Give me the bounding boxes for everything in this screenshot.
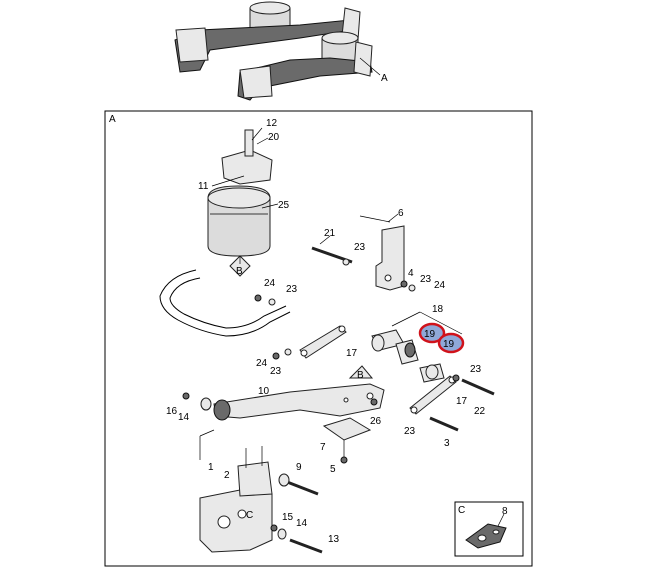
inset-frame-c — [454, 501, 524, 557]
callout-23b: 23 — [420, 274, 432, 285]
callout-14a: 14 — [178, 412, 190, 423]
callout-6: 6 — [398, 208, 404, 219]
view-b-label-top: B — [236, 266, 243, 277]
inset-part-8 — [465, 513, 507, 549]
callout-8: 8 — [502, 506, 508, 517]
bushing-assembly — [371, 311, 463, 383]
trailing-arm — [213, 383, 385, 421]
link-arm-upper — [299, 325, 347, 359]
callout-11: 11 — [198, 181, 209, 192]
callout-10: 10 — [258, 386, 270, 397]
callout-17b: 17 — [456, 396, 468, 407]
stabilizer-bar — [159, 269, 291, 337]
callout-23f: 23 — [404, 426, 416, 437]
link-arm-lower — [409, 375, 457, 415]
bolt-13 — [289, 538, 323, 554]
bolt-3 — [429, 416, 459, 432]
callout-19b: 19 — [443, 339, 455, 350]
callout-19a: 19 — [424, 329, 436, 340]
mounting-plate — [322, 417, 372, 441]
callout-20: 20 — [268, 132, 280, 143]
bolt-22 — [461, 378, 495, 396]
callout-4: 4 — [408, 268, 414, 279]
callout-17a: 17 — [346, 348, 358, 359]
air-spring — [207, 127, 279, 277]
callout-c-ref: C — [246, 510, 253, 521]
highlight-19-upper — [418, 322, 446, 344]
callout-26: 26 — [370, 416, 382, 427]
callout-24b: 24 — [264, 278, 276, 289]
inset-frame-c-label: C — [458, 505, 465, 516]
hanger-bracket — [359, 213, 405, 291]
callout-18: 18 — [432, 304, 444, 315]
callout-9: 9 — [296, 462, 302, 473]
callout-5: 5 — [330, 464, 336, 475]
callout-3: 3 — [444, 438, 450, 449]
overview-assembly — [174, 1, 381, 101]
callout-24c: 24 — [256, 358, 268, 369]
callout-23a: 23 — [354, 242, 366, 253]
callout-24a: 24 — [434, 280, 446, 291]
callout-2: 2 — [224, 470, 230, 481]
view-b-label-mid: B — [357, 370, 364, 381]
callout-23c: 23 — [286, 284, 298, 295]
callout-7: 7 — [320, 442, 326, 453]
highlight-19-lower — [437, 332, 465, 354]
callout-16: 16 — [166, 406, 178, 417]
detail-frame-a — [104, 110, 533, 567]
callout-23d: 23 — [270, 366, 282, 377]
lower-bracket — [199, 429, 273, 553]
callout-22: 22 — [474, 406, 486, 417]
callout-12: 12 — [266, 118, 278, 129]
callout-1: 1 — [208, 462, 214, 473]
detail-frame-a-label: A — [109, 114, 116, 125]
callout-23e: 23 — [470, 364, 482, 375]
callout-25: 25 — [278, 200, 290, 211]
callout-14b: 14 — [296, 518, 308, 529]
callout-13: 13 — [328, 534, 340, 545]
callout-21: 21 — [324, 228, 336, 239]
overview-ref-label: A — [381, 73, 388, 84]
callout-15: 15 — [282, 512, 294, 523]
